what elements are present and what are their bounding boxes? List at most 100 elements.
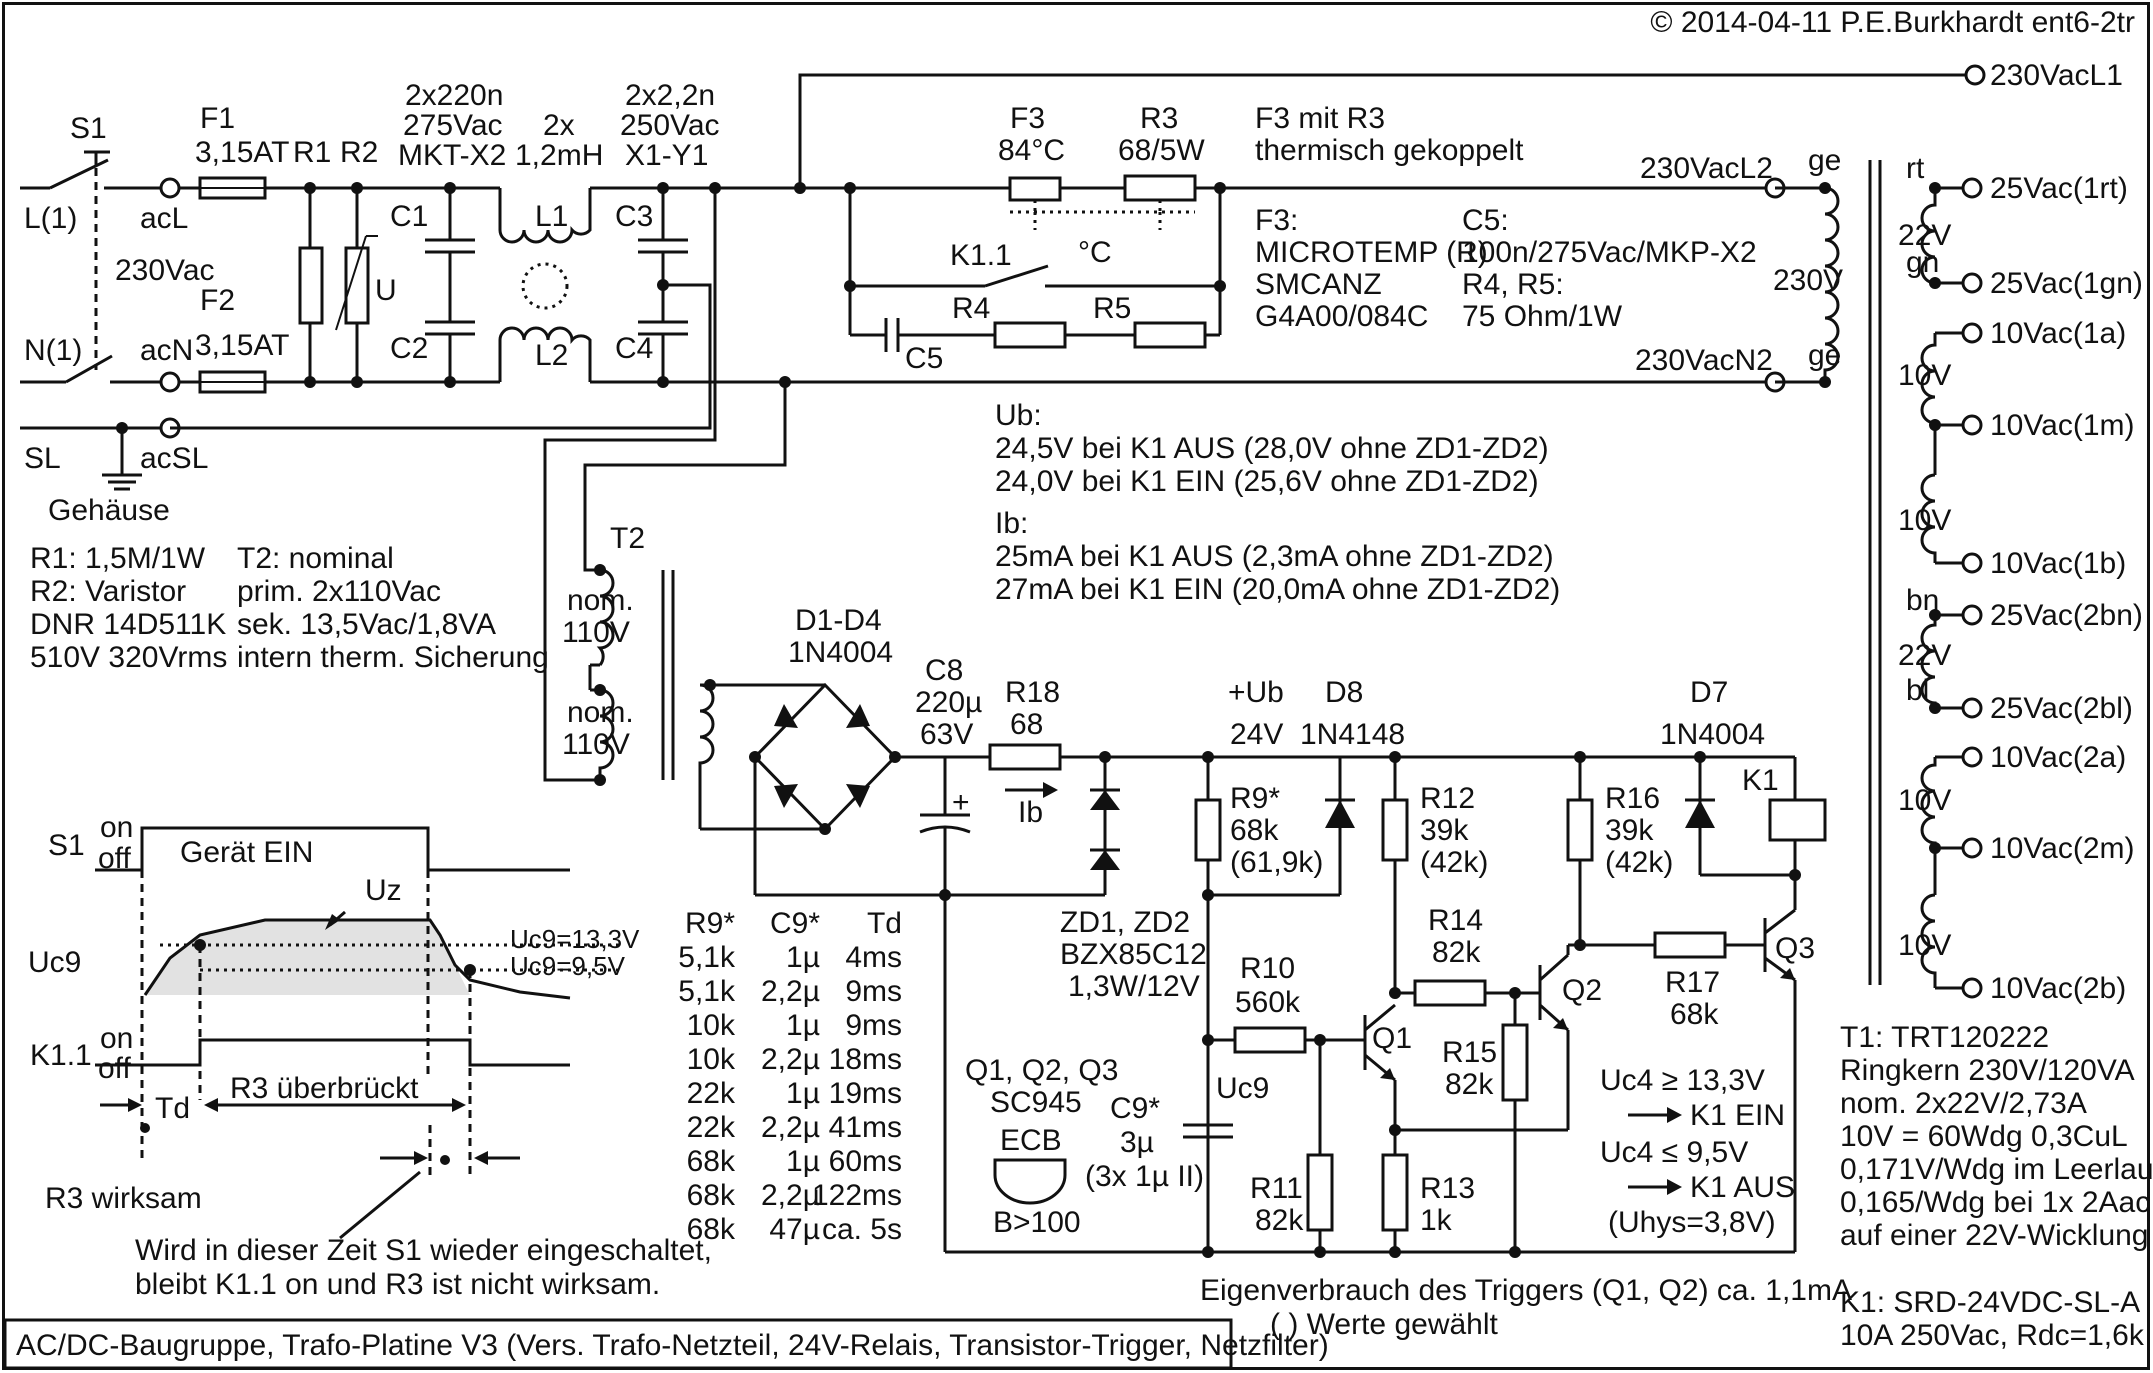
f3-info-2: SMCANZ [1255, 268, 1382, 301]
timing-uc9-high: Uc9=13,3V [510, 924, 640, 954]
resistor-r12 [1381, 798, 1409, 862]
uc4-info-1: K1 EIN [1690, 1099, 1785, 1132]
label-n1: N(1) [24, 334, 82, 367]
t1-info-4: 0,171V/Wdg im Leerlauf [1840, 1153, 2153, 1186]
uc4-info-4: (Uhys=3,8V) [1608, 1206, 1776, 1239]
label-bl: bl [1906, 674, 1929, 707]
timing-geraet: Gerät EIN [180, 836, 313, 869]
label-r13-value: 1k [1420, 1204, 1453, 1237]
td-table-cell: 1µ [786, 1009, 820, 1042]
t1-info-3: 10V = 60Wdg 0,3CuL [1840, 1120, 2128, 1153]
tap-label-9: 10Vac(2b) [1990, 972, 2126, 1005]
c5-info-3: 75 Ohm/1W [1462, 300, 1623, 333]
label-r14: R14 [1428, 904, 1483, 937]
label-230v: 230V [1773, 264, 1843, 297]
label-r16-value: 39k [1605, 814, 1654, 847]
tap-label-4: 10Vac(1b) [1990, 547, 2126, 580]
label-r15: R15 [1442, 1036, 1497, 1069]
td-table-cell: 2,2µ [761, 975, 820, 1008]
label-uc9: Uc9 [1216, 1072, 1269, 1105]
f3-info-3: G4A00/084C [1255, 300, 1428, 333]
label-q1: Q1 [1372, 1022, 1412, 1055]
label-d8-part: 1N4148 [1300, 718, 1405, 751]
c5-info-1: 100n/275Vac/MKP-X2 [1462, 236, 1757, 269]
ub-info-0: Ub: [995, 399, 1042, 432]
k1-info-0: K1: SRD-24VDC-SL-A [1840, 1286, 2140, 1319]
inductor-l1 [498, 188, 592, 244]
label-rt: rt [1906, 152, 1925, 185]
label-1n4004-bridge: 1N4004 [788, 636, 893, 669]
label-r13: R13 [1420, 1172, 1475, 1205]
label-r12-chosen: (42k) [1420, 846, 1488, 879]
label-c8-voltage: 63V [920, 718, 973, 751]
t1-info-6: auf einer 22V-Wicklung [1840, 1219, 2149, 1252]
label-c3: C3 [615, 200, 653, 233]
label-d7: D7 [1690, 676, 1728, 709]
label-r17: R17 [1665, 966, 1720, 999]
label-c2: C2 [390, 332, 428, 365]
label-d8: D8 [1325, 676, 1363, 709]
label-f1-value: 3,15AT [195, 136, 290, 169]
td-table-header: Td [867, 907, 902, 940]
t2-info-1: prim. 2x110Vac [237, 575, 441, 608]
td-table-cell: 19ms [829, 1077, 902, 1110]
td-table-cell: 60ms [829, 1145, 902, 1178]
ub-info-4: 25mA bei K1 AUS (2,3mA ohne ZD1-ZD2) [995, 540, 1554, 573]
uc4-info-3: K1 AUS [1690, 1171, 1795, 1204]
label-gn: gn [1906, 246, 1939, 279]
t1-info-1: Ringkern 230V/120VA [1840, 1054, 2135, 1087]
timing-uc9-low: Uc9=9,5V [510, 951, 626, 981]
timing-on-2: on [100, 1022, 133, 1055]
label-plus: + [952, 786, 970, 819]
tap-label-3: 10Vac(1m) [1990, 409, 2135, 442]
label-c5: C5 [905, 342, 943, 375]
c5-info-2: R4, R5: [1462, 268, 1564, 301]
label-r18-value: 68 [1010, 708, 1043, 741]
timing-off-2: off [98, 1052, 131, 1085]
t1-info-5: 0,165/Wdg bei 1x 2Aac [1840, 1186, 2150, 1219]
resistor-r15 [1501, 1023, 1529, 1102]
tap-label-1: 25Vac(1gn) [1990, 267, 2143, 300]
resistor-r13 [1381, 1153, 1409, 1232]
label-r12: R12 [1420, 782, 1475, 815]
components-info-1: R2: Varistor [30, 575, 186, 608]
resistor-r18 [988, 743, 1062, 771]
label-c9-parallel: (3x 1µ II) [1085, 1160, 1204, 1193]
label-deg-c: °C [1078, 236, 1112, 269]
timing-note-2: bleibt K1.1 on und R3 ist nicht wirksam. [135, 1268, 660, 1301]
label-c12-line1: 2x220n [405, 79, 503, 112]
label-zd-part: BZX85C12 [1060, 938, 1207, 971]
timing-k11: K1.1 [30, 1039, 92, 1072]
label-zd-rating: 1,3W/12V [1068, 970, 1200, 1003]
tap-label-5: 25Vac(2bn) [1990, 599, 2143, 632]
label-230vacn2: 230VacN2 [1635, 344, 1773, 377]
label-110v-1: 110V [562, 616, 630, 649]
label-ib: Ib [1018, 796, 1043, 829]
label-d1-d4: D1-D4 [795, 604, 882, 637]
label-22v-b: 22V [1898, 639, 1951, 672]
timing-off-1: off [98, 842, 131, 875]
tap-label-7: 10Vac(2a) [1990, 741, 2126, 774]
k1-info-1: 10A 250Vac, Rdc=1,6k [1840, 1319, 2145, 1352]
td-table-cell: 1µ [786, 941, 820, 974]
timing-r3-active: R3 wirksam [45, 1182, 202, 1215]
label-c1: C1 [390, 200, 428, 233]
label-r5: R5 [1093, 292, 1131, 325]
c5-info-0: C5: [1462, 204, 1509, 237]
td-table-cell: 22k [687, 1077, 736, 1110]
q-info-0: Q1, Q2, Q3 [965, 1054, 1118, 1087]
label-10v-1b: 10V [1898, 504, 1951, 537]
td-table-cell: 10k [687, 1043, 736, 1076]
td-table-cell: 5,1k [678, 941, 736, 974]
footer-box [3, 1318, 1233, 1370]
label-r3: R3 [1140, 102, 1178, 135]
label-24v: 24V [1230, 718, 1283, 751]
label-10v-2b: 10V [1898, 929, 1951, 962]
varistor-r2 [344, 246, 370, 325]
label-k11: K1.1 [950, 239, 1012, 272]
label-10v-2a: 10V [1898, 784, 1951, 817]
resistor-r4 [993, 321, 1067, 349]
label-f1: F1 [200, 102, 235, 135]
label-l1: L(1) [24, 202, 77, 235]
label-zd: ZD1, ZD2 [1060, 906, 1190, 939]
